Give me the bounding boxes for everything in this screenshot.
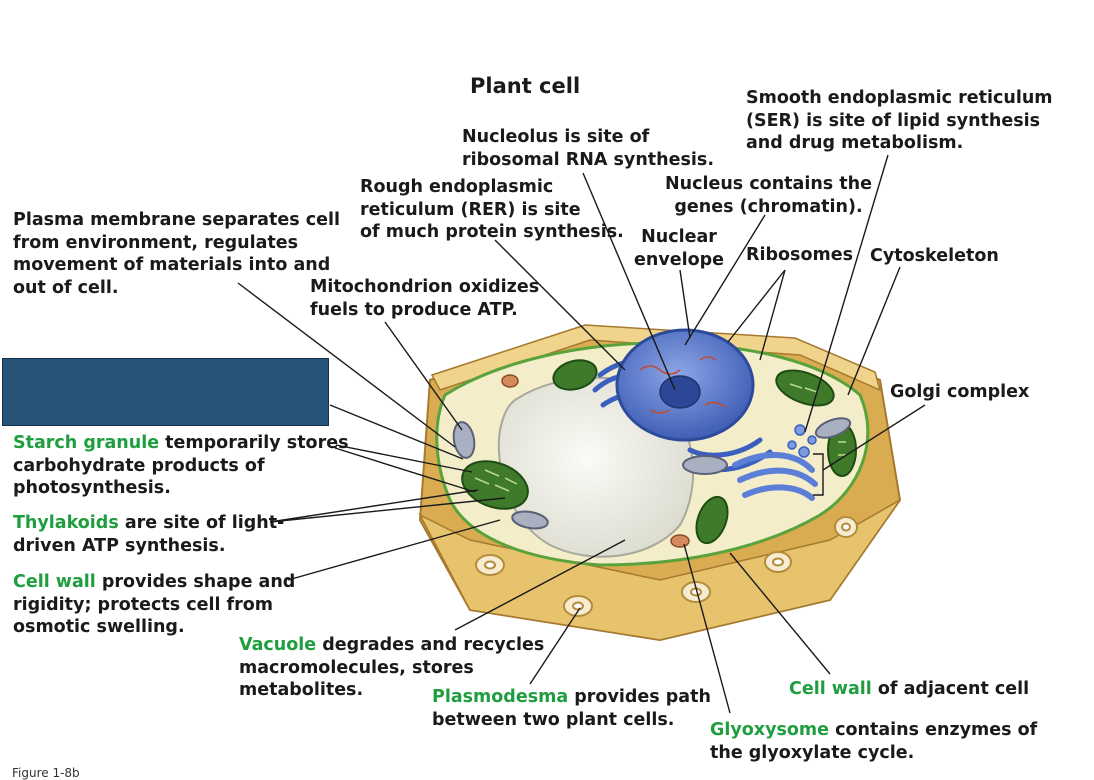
nucleolus — [659, 375, 701, 409]
label-adjacent-cell-wall: Cell wall of adjacent cell — [789, 679, 1030, 699]
label-ribosomes: Ribosomes — [746, 245, 853, 265]
label-mitochondrion: Mitochondrion oxidizes fuels to produce … — [310, 277, 540, 320]
label-nucleus: Nucleus contains the genes (chromatin). — [665, 174, 873, 217]
plasmodesma-pits — [475, 516, 858, 617]
term-adjacent-cell-wall: Cell wall — [789, 679, 872, 699]
term-thylakoids: Thylakoids — [13, 513, 119, 533]
term-vacuole: Vacuole — [239, 635, 317, 655]
term-starch-granule: Starch granule — [13, 433, 160, 453]
label-nuclear-envelope: Nuclear envelope — [634, 227, 725, 270]
label-cytoskeleton: Cytoskeleton — [870, 246, 999, 266]
label-smooth-er: Smooth endoplasmic reticulum (SER) is si… — [746, 88, 1053, 153]
label-rough-er: Rough endoplasmic reticulum (RER) is sit… — [360, 177, 624, 242]
label-cell-wall: Cell wall provides shape and rigidity; p… — [13, 572, 296, 637]
redacted-label-box — [2, 358, 329, 426]
label-vacuole: Vacuole degrades and recycles macromolec… — [239, 635, 545, 700]
figure-caption: Figure 1-8b — [12, 766, 80, 780]
label-golgi: Golgi complex — [890, 382, 1030, 402]
term-cell-wall: Cell wall — [13, 572, 96, 592]
diagram-title: Plant cell — [470, 74, 581, 98]
label-glyoxysome: Glyoxysome contains enzymes of the glyox… — [710, 720, 1038, 763]
label-plasmodesma: Plasmodesma provides path between two pl… — [432, 687, 711, 730]
label-nucleolus: Nucleolus is site of ribosomal RNA synth… — [462, 127, 714, 170]
term-glyoxysome: Glyoxysome — [710, 720, 830, 740]
smooth-er — [787, 424, 817, 458]
term-plasmodesma: Plasmodesma — [432, 687, 569, 707]
mitochondria — [452, 417, 852, 530]
thylakoid-stacks — [474, 383, 846, 492]
golgi-complex — [732, 452, 818, 501]
leader-lines — [237, 154, 926, 714]
label-plasma-membrane: Plasma membrane separates cell from envi… — [13, 210, 340, 298]
nucleus — [615, 328, 755, 442]
label-thylakoids: Thylakoids are site of light- driven ATP… — [13, 513, 285, 556]
label-starch-granule: Starch granule temporarily stores carboh… — [13, 433, 349, 498]
glyoxysomes — [501, 374, 690, 548]
